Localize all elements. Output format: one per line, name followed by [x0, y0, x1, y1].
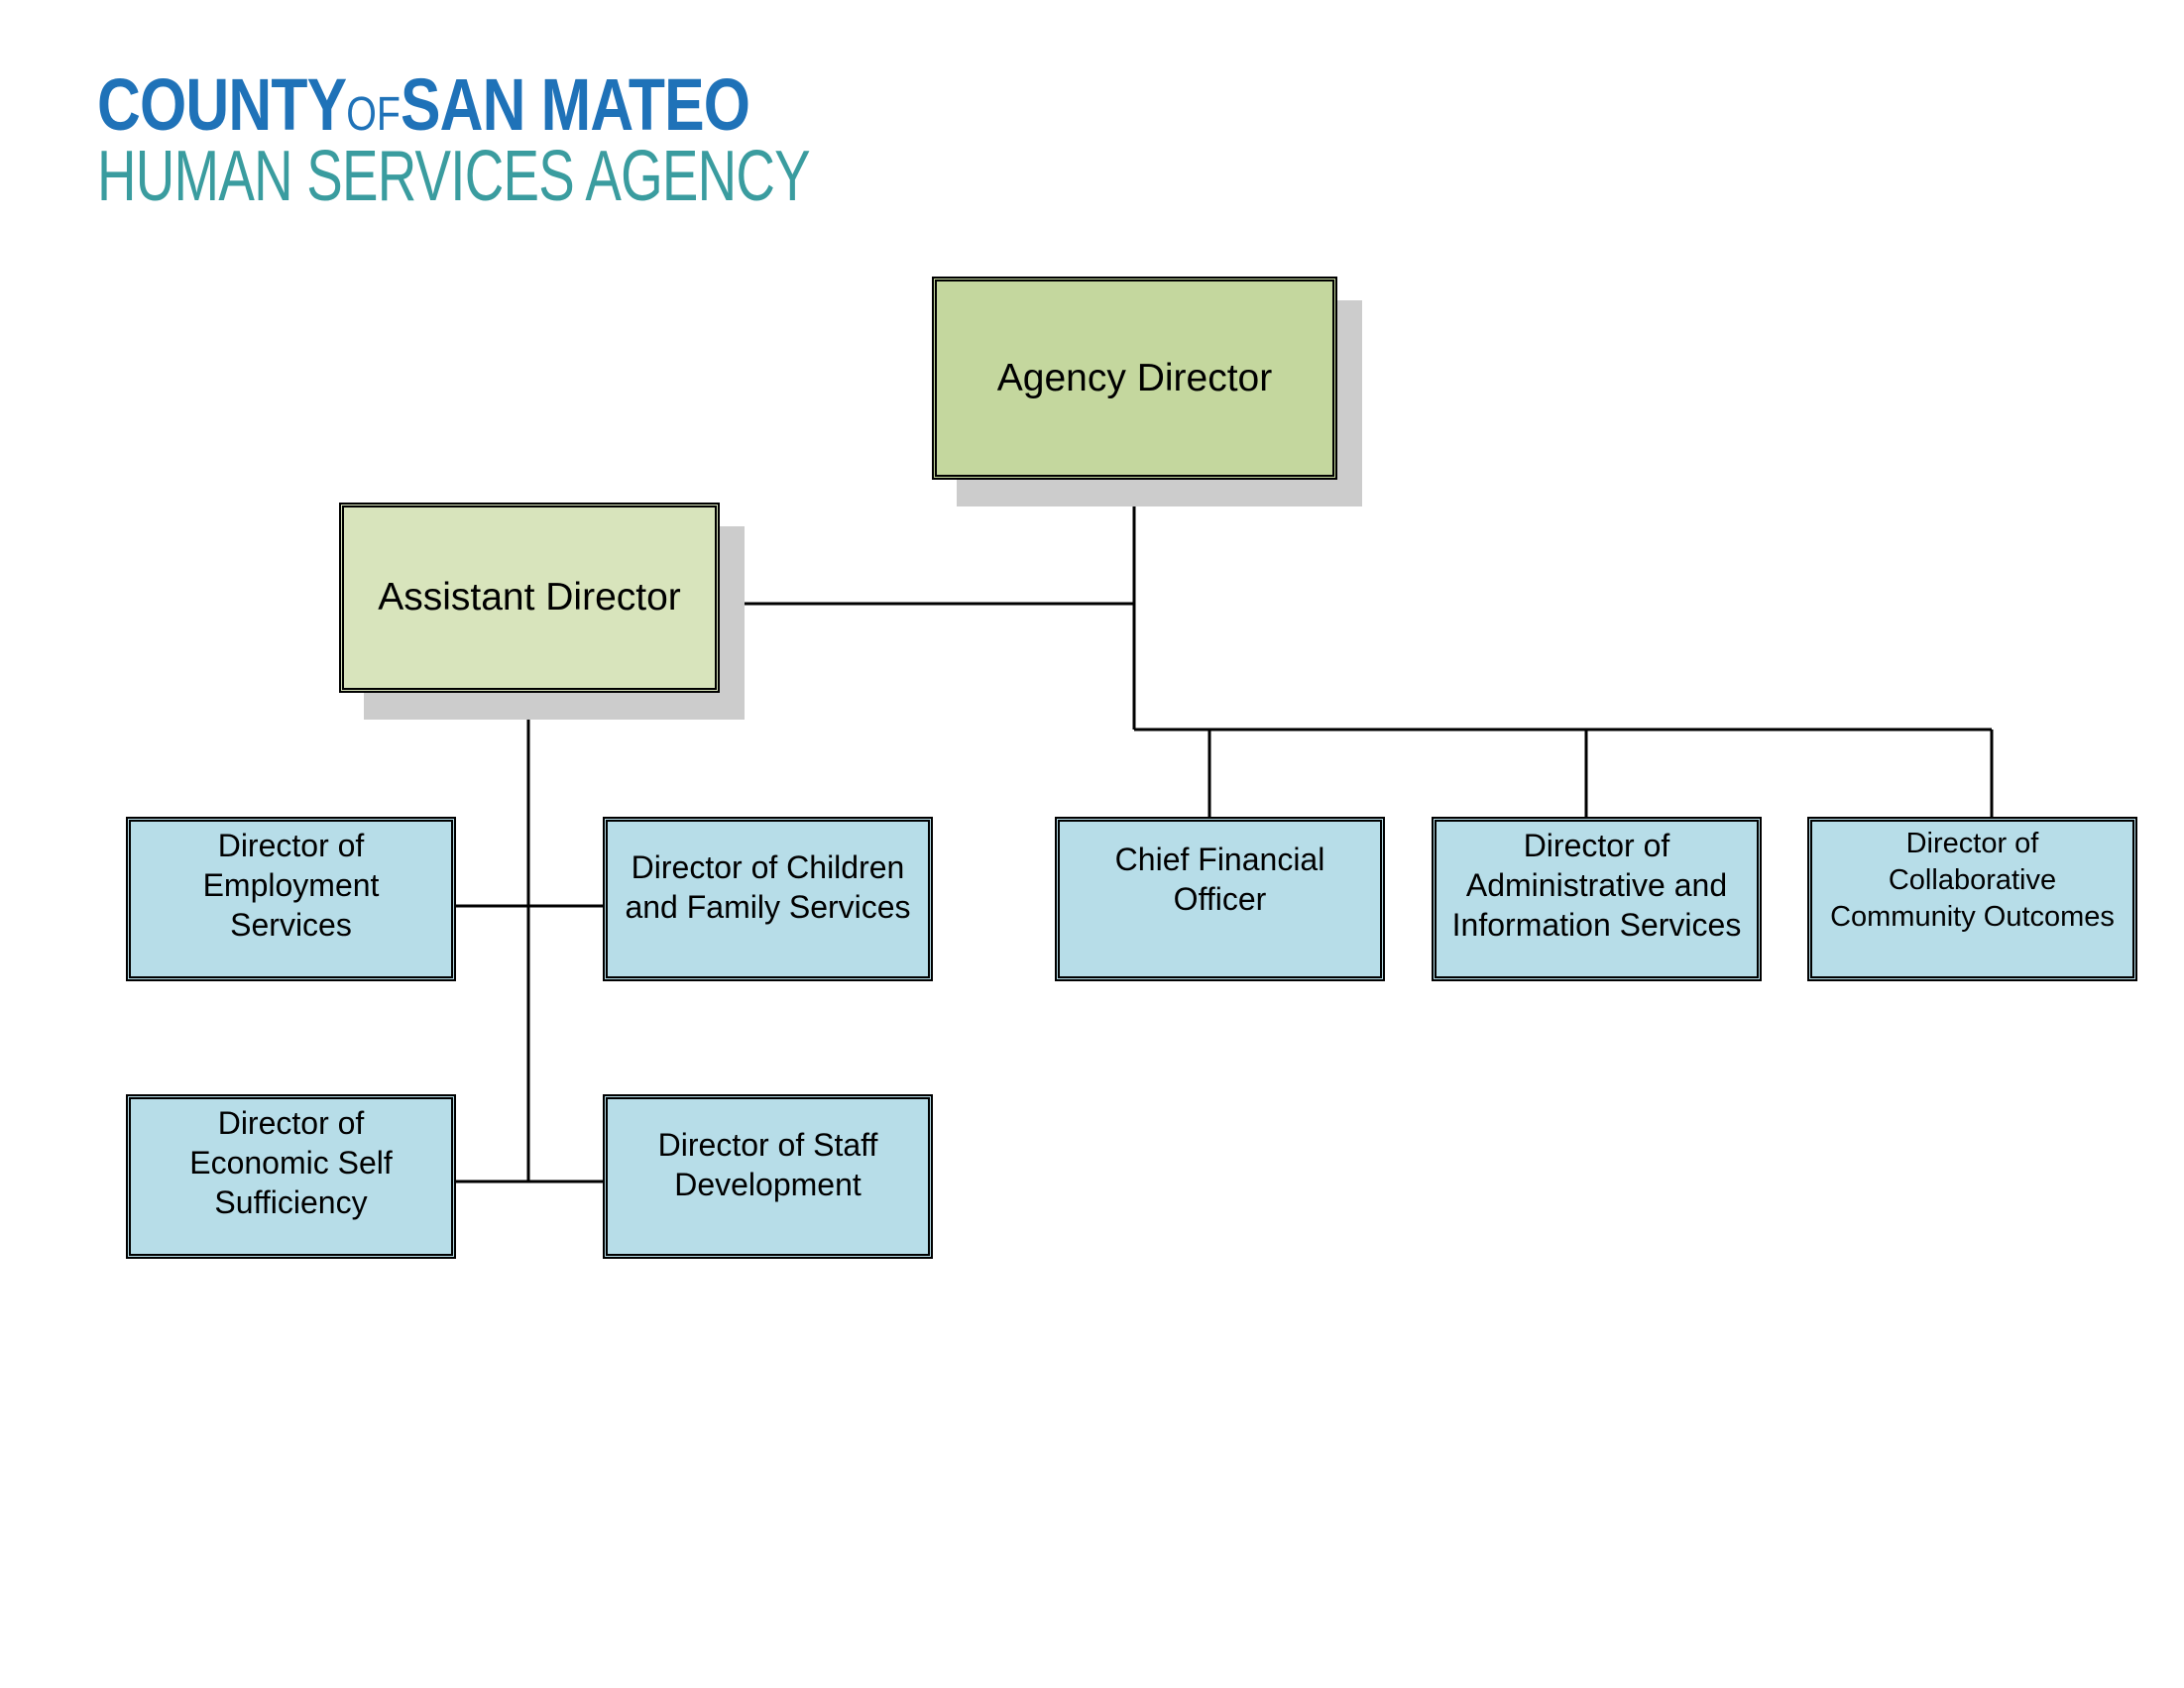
assistant-director-box: Assistant Director — [339, 503, 720, 693]
collaborative-outcomes-box: Director of Collaborative Community Outc… — [1807, 817, 2137, 981]
employment-services-box: Director of Employment Services — [126, 817, 456, 981]
children-family-services-label: Director of Children and Family Services — [625, 849, 911, 925]
logo-county-name: COUNTYOFSAN MATEO — [97, 68, 750, 142]
admin-info-services-box: Director of Administrative and Informati… — [1432, 817, 1762, 981]
logo-of-word: OF — [346, 88, 401, 141]
agency-director-box: Agency Director — [932, 277, 1337, 480]
staff-development-label: Director of Staff Development — [657, 1127, 878, 1202]
county-logo: COUNTYOFSAN MATEO HUMAN SERVICES AGENCY — [97, 68, 811, 218]
chief-financial-officer-label: Chief Financial Officer — [1114, 842, 1325, 917]
chief-financial-officer-box: Chief Financial Officer — [1055, 817, 1385, 981]
logo-agency-name: HUMAN SERVICES AGENCY — [97, 137, 811, 216]
logo-san-mateo-word: SAN MATEO — [400, 63, 750, 146]
employment-services-label: Director of Employment Services — [202, 828, 380, 943]
agency-director-label: Agency Director — [996, 356, 1273, 399]
children-family-services-box: Director of Children and Family Services — [603, 817, 933, 981]
admin-info-services-label: Director of Administrative and Informati… — [1451, 828, 1742, 943]
assistant-director-label: Assistant Director — [378, 576, 681, 619]
collaborative-outcomes-label: Director of Collaborative Community Outc… — [1830, 828, 2115, 933]
logo-county-word: COUNTY — [97, 63, 347, 146]
staff-development-box: Director of Staff Development — [603, 1094, 933, 1259]
economic-self-sufficiency-box: Director of Economic Self Sufficiency — [126, 1094, 456, 1259]
economic-self-sufficiency-label: Director of Economic Self Sufficiency — [189, 1105, 393, 1220]
